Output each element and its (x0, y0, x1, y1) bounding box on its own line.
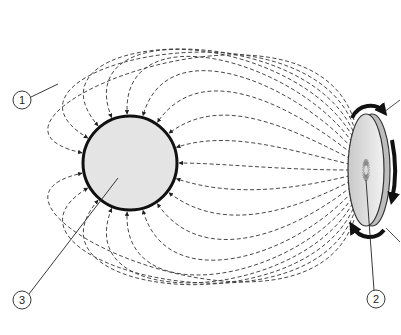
field-line (176, 140, 350, 164)
callout-circle (13, 291, 31, 309)
disk-tick (362, 171, 364, 173)
disk-tick (365, 175, 367, 181)
field-line (127, 198, 352, 275)
field-line (176, 176, 350, 190)
rotation-arrow (352, 106, 384, 118)
field-line (106, 203, 352, 283)
disk-tick (362, 170, 364, 171)
disk-tick (363, 173, 365, 176)
leader-line (384, 100, 400, 112)
disk-tick (367, 160, 368, 165)
field-lines (48, 49, 354, 285)
disk-tick (366, 159, 367, 165)
callout-number: 2 (367, 290, 385, 308)
leader-line (31, 84, 58, 97)
callout-circle (367, 290, 385, 308)
rotation-arrow (392, 140, 395, 200)
field-line (143, 71, 352, 148)
field-line (83, 200, 353, 284)
disk-tick (368, 165, 370, 168)
disk-face (348, 114, 384, 226)
callout-number: 3 (13, 291, 31, 309)
field-line (157, 91, 351, 153)
field-line (157, 187, 351, 240)
disk-tick (366, 159, 368, 165)
callout-circle (13, 91, 31, 109)
disk-tick (366, 175, 368, 181)
disk-tick (368, 170, 370, 171)
field-line (179, 163, 350, 170)
field-line (169, 181, 351, 215)
leader-line (29, 178, 118, 294)
disk-tick (368, 167, 370, 169)
disk-tick (364, 174, 365, 179)
field-line (169, 115, 351, 159)
disk-tick (365, 159, 367, 165)
rotation-arrow (352, 226, 384, 237)
disk-pattern (362, 159, 370, 181)
leader-line (386, 228, 400, 242)
field-line (143, 192, 352, 260)
ball (83, 116, 177, 210)
leader-line (366, 180, 374, 290)
callout-number: 1 (13, 91, 31, 109)
